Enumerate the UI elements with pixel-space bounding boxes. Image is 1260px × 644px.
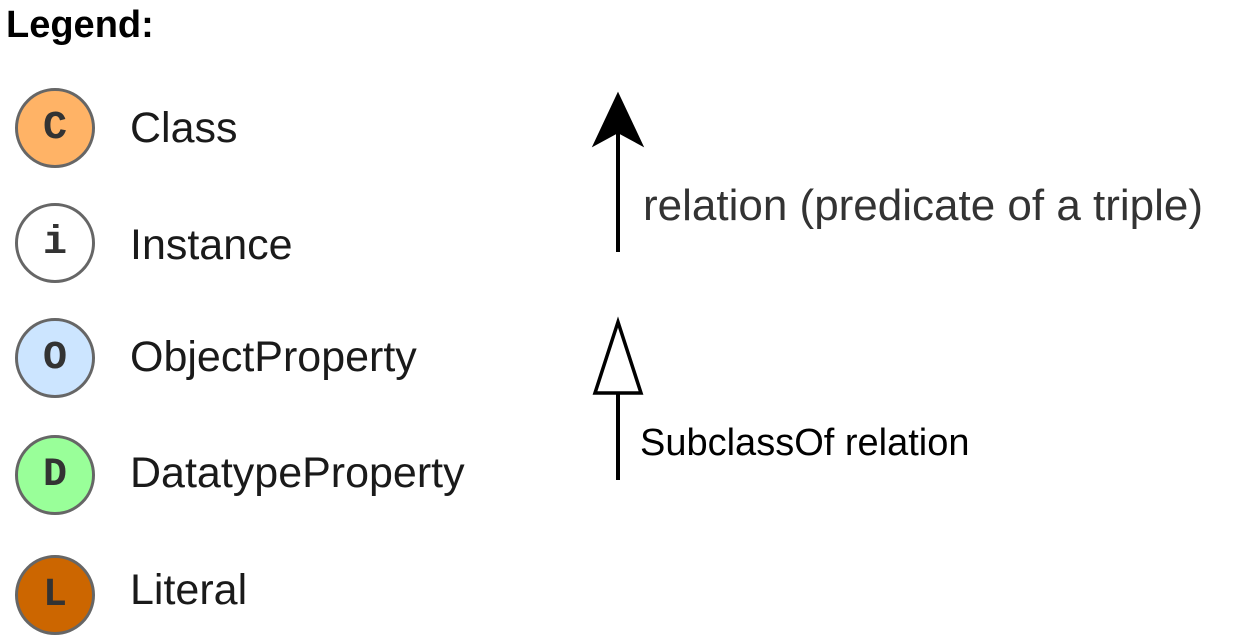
legend-label-objectproperty: ObjectProperty <box>130 333 417 381</box>
legend-item-objectproperty: O <box>15 316 95 400</box>
relation-arrow-label: relation (predicate of a triple) <box>643 181 1204 230</box>
instance-node-icon: i <box>15 203 95 283</box>
legend-label-class: Class <box>130 104 238 152</box>
literal-node-icon: L <box>15 555 95 635</box>
subclassof-arrow-icon <box>592 316 644 480</box>
legend-label-instance: Instance <box>130 221 293 269</box>
legend-item-class: C <box>15 86 95 170</box>
objectproperty-node-icon: O <box>15 318 95 398</box>
legend-item-literal: L <box>15 553 95 637</box>
legend-label-literal: Literal <box>130 566 248 614</box>
relation-arrow-icon <box>591 91 645 252</box>
datatypeproperty-node-icon: D <box>15 435 95 515</box>
subclassof-arrow-label: SubclassOf relation <box>640 422 970 464</box>
legend-label-datatypeproperty: DatatypeProperty <box>130 449 465 497</box>
class-node-icon: C <box>15 88 95 168</box>
legend-title: Legend: <box>6 4 154 46</box>
legend-item-instance: i <box>15 201 95 285</box>
legend-item-datatypeproperty: D <box>15 433 95 517</box>
